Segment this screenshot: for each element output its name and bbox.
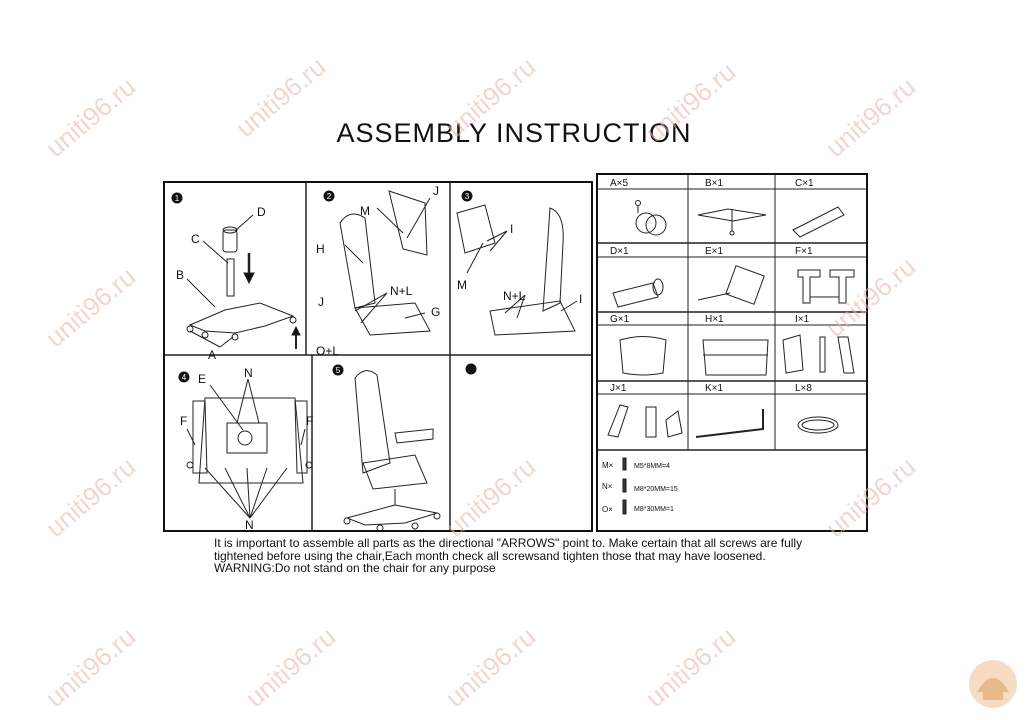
svg-text:I: I	[579, 292, 582, 306]
svg-text:O+L: O+L	[316, 344, 339, 358]
svg-text:2: 2	[327, 192, 332, 201]
part-L-label: L×8	[795, 383, 812, 394]
parts-drawing: A×5 B×1 C×1 D×1 E×1 F×1 G×1 H×1 I×1 J×1 …	[598, 175, 866, 515]
svg-text:H: H	[316, 242, 325, 256]
step-2-badge: 2	[323, 190, 335, 202]
part-L-washer-drawing	[797, 416, 839, 434]
svg-text:A: A	[208, 348, 216, 362]
watermark: uniti96.ru	[440, 621, 542, 713]
svg-text:N+L: N+L	[390, 284, 413, 298]
screw-M-row: M× M5*8MM=4	[602, 457, 670, 471]
step-5-badge: 5	[332, 364, 344, 376]
svg-text:C: C	[191, 232, 200, 246]
steps-drawing: 1 2 3 4 5	[165, 183, 591, 530]
step-4-drawing: E N F F N	[180, 366, 313, 530]
part-G-seat-drawing	[619, 336, 667, 376]
svg-text:J: J	[433, 184, 439, 198]
part-C-gaslift-drawing	[792, 206, 845, 238]
step-1-badge: 1	[171, 192, 183, 204]
svg-text:3: 3	[465, 192, 470, 201]
svg-text:I: I	[510, 222, 513, 236]
note-line-1: It is important to assemble all parts as…	[214, 536, 803, 550]
watermark: uniti96.ru	[40, 621, 142, 713]
part-C-label: C×1	[795, 178, 814, 189]
part-K-label: K×1	[705, 383, 724, 394]
svg-text:N×: N×	[602, 482, 613, 491]
part-E-mechanism-drawing	[697, 265, 765, 305]
svg-text:N: N	[244, 366, 253, 380]
part-I-label: I×1	[795, 314, 810, 325]
svg-text:B: B	[176, 268, 184, 282]
part-D-label: D×1	[610, 246, 629, 257]
step-6-badge	[465, 363, 477, 375]
steps-panel: 1 2 3 4 5	[163, 181, 593, 532]
step-1-drawing: D C B A	[176, 205, 301, 362]
assembly-notes: It is important to assemble all parts as…	[214, 537, 854, 575]
svg-text:M: M	[360, 204, 370, 218]
svg-text:5: 5	[336, 366, 341, 375]
svg-text:N+L: N+L	[503, 289, 526, 303]
screw-N-row: N× M8*20MM=15	[602, 478, 678, 493]
svg-text:G: G	[431, 305, 440, 319]
watermark: uniti96.ru	[240, 621, 342, 713]
svg-text:F: F	[180, 414, 187, 428]
watermark: uniti96.ru	[40, 451, 142, 543]
part-F-armrest-drawing	[797, 269, 855, 304]
warning-line: WARNING:Do not stand on the chair for an…	[214, 561, 496, 575]
part-I-bracket-drawing	[782, 334, 855, 374]
step-3-drawing: I M N+L I	[456, 204, 582, 336]
step-2-drawing: M J H J N+L G O+L	[316, 184, 440, 358]
svg-text:O×: O×	[602, 505, 613, 514]
svg-text:D: D	[257, 205, 266, 219]
part-B-label: B×1	[705, 178, 724, 189]
part-K-wrench-drawing	[695, 409, 764, 438]
svg-text:M: M	[457, 278, 467, 292]
part-F-label: F×1	[795, 246, 813, 257]
part-H-label: H×1	[705, 314, 724, 325]
step-5-drawing	[343, 370, 441, 530]
svg-text:4: 4	[182, 373, 187, 382]
watermark: uniti96.ru	[640, 621, 742, 713]
part-J-label: J×1	[610, 383, 627, 394]
part-B-base-drawing	[697, 208, 767, 236]
part-A-caster-drawing	[635, 200, 667, 236]
svg-text:1: 1	[175, 194, 180, 203]
svg-text:N: N	[245, 518, 254, 530]
svg-text:M5*8MM=4: M5*8MM=4	[634, 463, 670, 470]
part-H-backrest-drawing	[702, 339, 769, 376]
step-3-badge: 3	[461, 190, 473, 202]
svg-text:E: E	[198, 372, 206, 386]
svg-text:F: F	[306, 414, 313, 428]
part-E-label: E×1	[705, 246, 724, 257]
watermark-logo-icon	[969, 660, 1017, 708]
part-D-cover-drawing	[612, 278, 664, 308]
part-J-hardware-drawing	[607, 404, 683, 438]
svg-text:M×: M×	[602, 461, 614, 470]
part-A-label: A×5	[610, 178, 629, 189]
svg-text:M8*20MM=15: M8*20MM=15	[634, 486, 678, 493]
screw-O-row: O× M8*30MM=1	[602, 499, 674, 515]
note-line-2: tightened before using the chair,Each mo…	[214, 548, 766, 563]
svg-text:M8*30MM=1: M8*30MM=1	[634, 506, 674, 513]
parts-panel: A×5 B×1 C×1 D×1 E×1 F×1 G×1 H×1 I×1 J×1 …	[596, 173, 868, 532]
page-title: ASSEMBLY INSTRUCTION	[336, 118, 692, 148]
svg-text:J: J	[318, 295, 324, 309]
step-4-badge: 4	[178, 371, 190, 383]
watermark: uniti96.ru	[40, 261, 142, 353]
part-G-label: G×1	[610, 314, 630, 325]
